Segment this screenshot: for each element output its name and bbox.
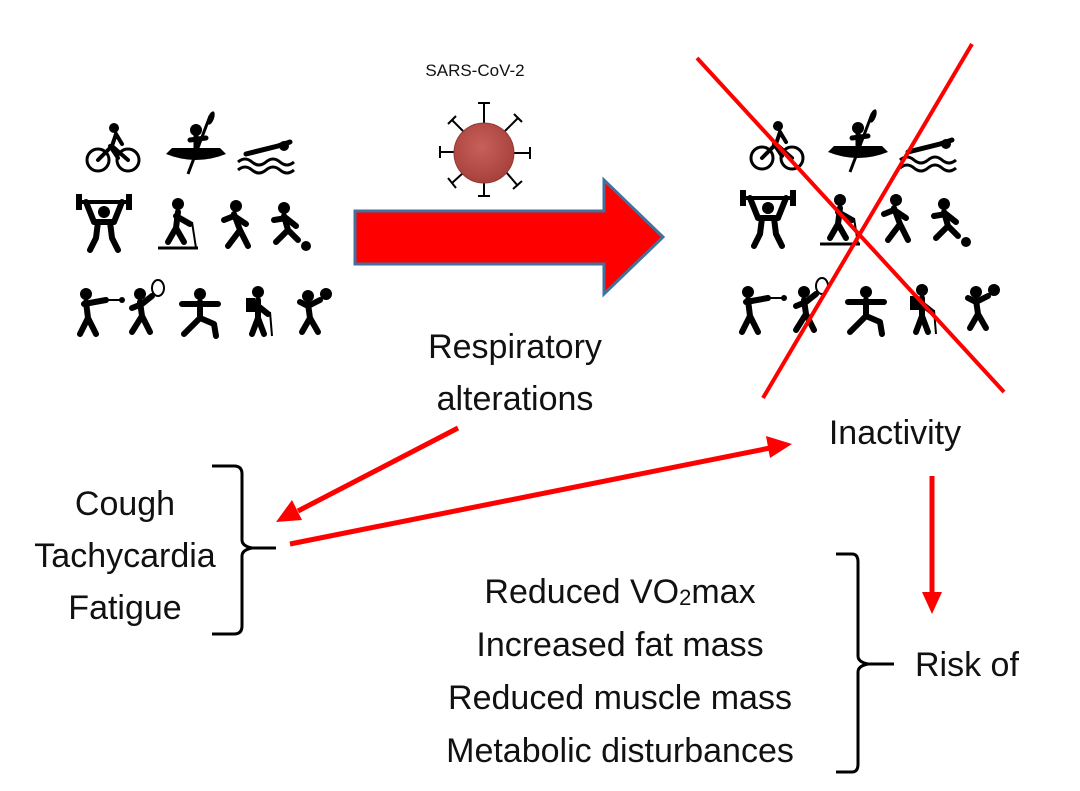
basketball-icon [300, 288, 332, 332]
tennis-icon [132, 280, 164, 332]
symptoms-list: Cough Tachycardia Fatigue [20, 478, 230, 634]
skiing-icon [820, 194, 860, 244]
symptoms-brace [212, 464, 276, 636]
effect-item: Reduced muscle mass [448, 679, 792, 717]
big-arrow-icon [353, 176, 666, 298]
cycling-icon [85, 121, 141, 173]
symptom-item: Cough [74, 485, 176, 523]
activities-right [740, 108, 1000, 334]
arrow-symptoms-inactivity [289, 436, 792, 547]
yoga-icon [848, 286, 884, 334]
hiking-icon [246, 286, 272, 336]
inactivity-label: Inactivity [828, 414, 962, 452]
basketball-icon [968, 284, 1000, 328]
cross-out-icon [695, 42, 1006, 400]
respiratory-label-line1: Respiratory [428, 328, 602, 366]
weightlifting-icon [740, 190, 796, 246]
soccer-icon [274, 202, 311, 251]
effect-item: Increased fat mass [476, 626, 764, 664]
yoga-icon [182, 288, 218, 336]
respiratory-label-line2: alterations [436, 380, 594, 418]
running-icon [884, 194, 908, 240]
virus-icon [439, 102, 531, 197]
effect-item: Metabolic disturbances [446, 732, 794, 770]
weightlifting-icon [76, 194, 132, 250]
risk-label: Risk of [915, 646, 1019, 684]
kayaking-icon [166, 110, 226, 174]
symptom-item: Tachycardia [34, 537, 216, 575]
effect-reduced-subscript: 2 [679, 585, 692, 610]
boxing-icon [742, 286, 787, 332]
arrow-respiratory-to-symptoms [276, 425, 460, 522]
effect-reduced-prefix: Reduced VO [484, 573, 680, 611]
kayaking-icon [828, 108, 888, 172]
swimming-icon [238, 141, 294, 173]
running-icon [224, 200, 248, 246]
effect-reduced-suffix: max [691, 573, 756, 611]
arrow-inactivity-to-risk [922, 476, 942, 614]
skiing-icon [158, 198, 198, 248]
boxing-icon [80, 288, 125, 334]
effects-list: Reduced VO2max Increased fat mass Reduce… [395, 566, 845, 778]
virus-label: SARS-CoV-2 [425, 61, 525, 80]
effects-brace [836, 552, 894, 774]
effect-item: Reduced VO2max [395, 566, 845, 619]
symptom-item: Fatigue [68, 589, 182, 627]
tennis-icon [796, 278, 828, 330]
activities-left [76, 110, 332, 336]
soccer-icon [934, 198, 971, 247]
